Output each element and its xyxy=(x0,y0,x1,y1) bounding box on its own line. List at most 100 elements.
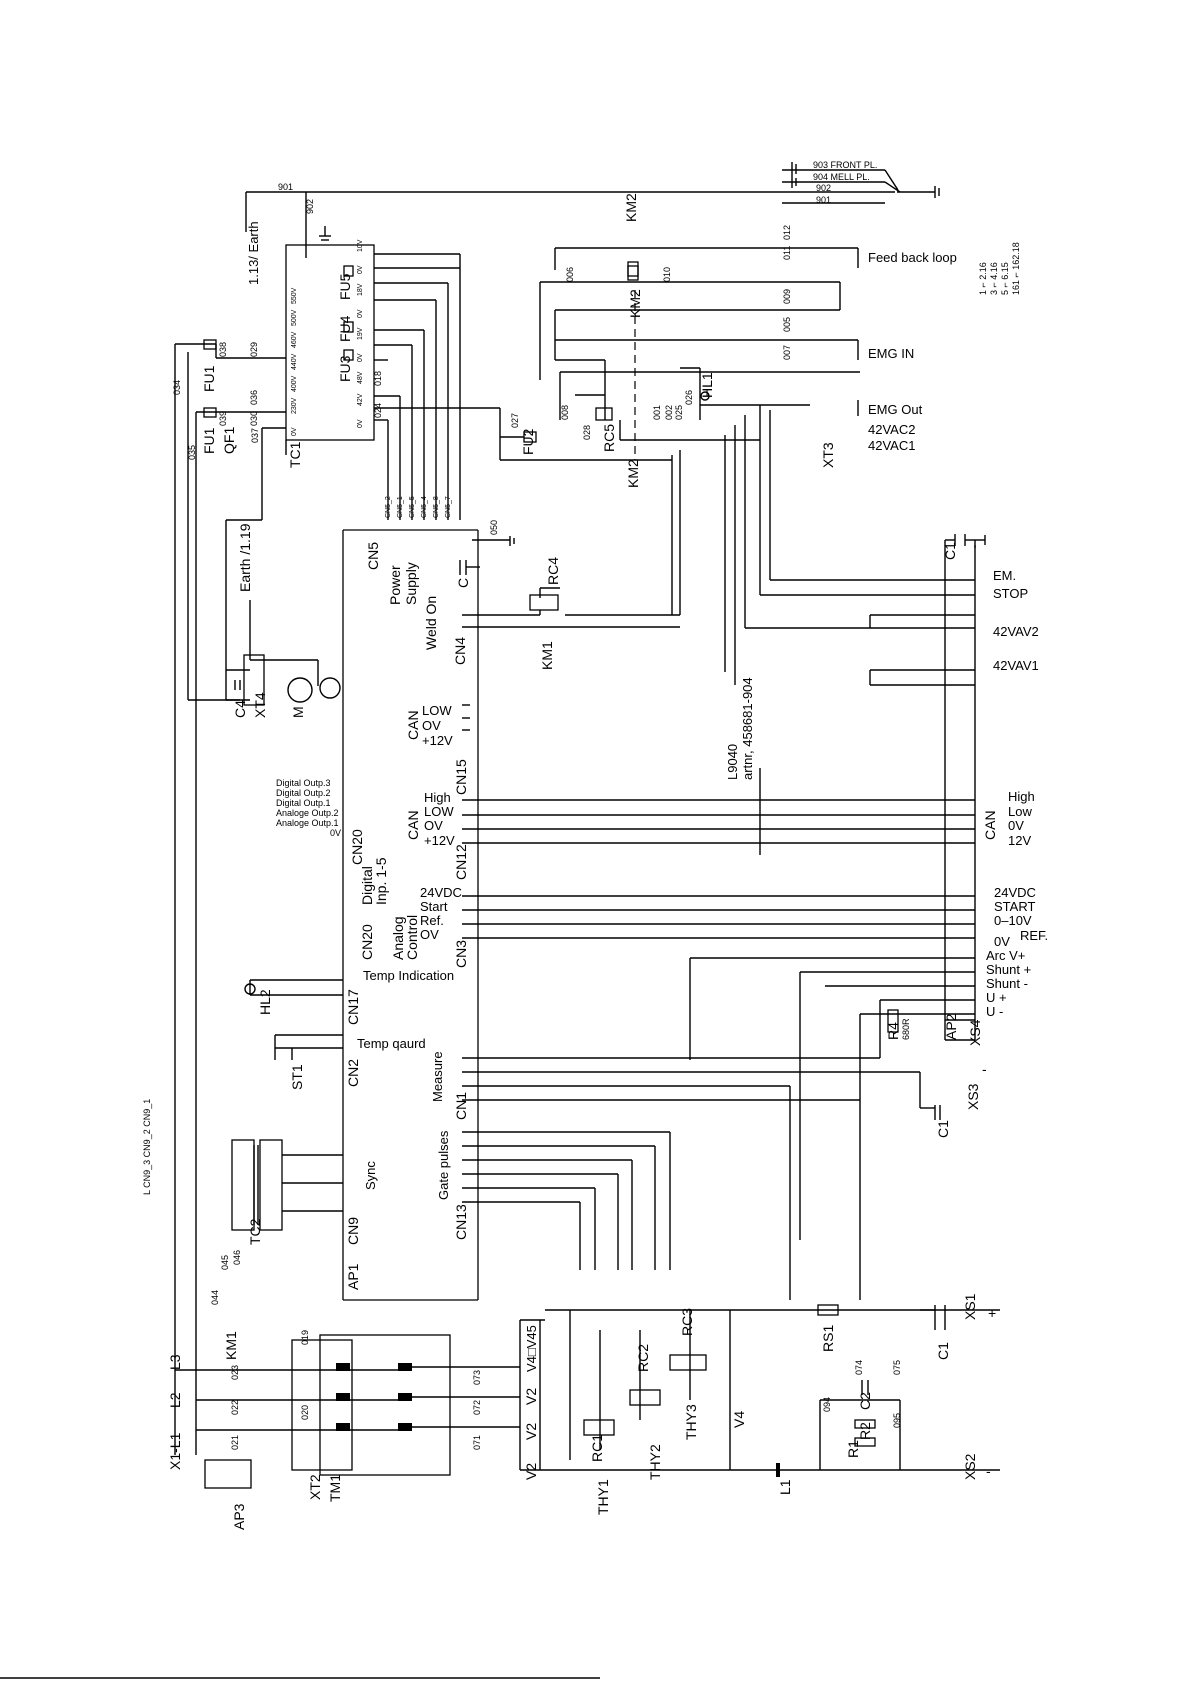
xs3-label: XS3 xyxy=(965,1083,981,1110)
can-cn12-bus xyxy=(462,768,975,855)
right-ref: REF. xyxy=(1020,928,1048,943)
xs1-label: XS1 xyxy=(962,1293,978,1320)
wire-022: 022 xyxy=(230,1400,240,1415)
cn5-pin-0: CN5_2 xyxy=(385,496,392,518)
rc1-label: RC1 xyxy=(589,1434,605,1462)
vac1-label: 42VAC1 xyxy=(868,438,915,453)
earth-2-label: Earth /1.19 xyxy=(237,523,253,592)
xs3-minus: - xyxy=(982,1061,987,1077)
l3-label: L3 xyxy=(167,1354,183,1370)
power-section xyxy=(174,1240,1000,1477)
wire-011: 011 xyxy=(782,246,792,260)
rc3-label: RC3 xyxy=(679,1308,695,1336)
wire-095: 095 xyxy=(892,1413,902,1428)
xt3-label: XT3 xyxy=(820,442,836,468)
xt2-label: XT2 xyxy=(307,1474,323,1500)
wire-074: 074 xyxy=(854,1360,864,1375)
cn20a-label: CN20 xyxy=(349,829,365,865)
temp-guard xyxy=(274,1034,343,1060)
right-24vdc: 24VDC xyxy=(994,885,1036,900)
v4-label: V4 xyxy=(731,1411,747,1428)
wire-010: 010 xyxy=(662,267,672,282)
cn20b-label: CN20 xyxy=(359,924,375,960)
secondary-fuses xyxy=(343,253,500,520)
cap-c-label: C xyxy=(455,578,471,588)
hl1-lamp-icon xyxy=(700,391,710,401)
wire-027: 027 xyxy=(510,413,520,428)
right-u-plus: U + xyxy=(986,990,1007,1005)
weld-on-label: Weld On xyxy=(423,596,439,650)
mell-plate-label: 904 MELL PL. xyxy=(813,172,870,182)
c1-mid-label: C1 xyxy=(935,1120,951,1138)
right-low: Low xyxy=(1008,804,1032,819)
cap-c-cn5 xyxy=(459,536,515,575)
ap1-board xyxy=(342,529,479,1301)
tc1-tap-0: 0V xyxy=(291,427,298,436)
em-label: EM. xyxy=(993,568,1016,583)
gate-pulses-cn13 xyxy=(462,1131,671,1270)
sync-tc2 xyxy=(231,1139,343,1231)
wire-902-label: 902 xyxy=(816,183,831,193)
digital-inp-label: Digital xyxy=(359,866,375,905)
artnr-label: artnr, 458681-904 xyxy=(740,677,755,780)
l2-label: L2 xyxy=(167,1392,183,1408)
wire-901-left-label: 901 xyxy=(278,182,293,192)
tc1-label: TC1 xyxy=(287,441,303,468)
cn13-label: CN13 xyxy=(453,1204,469,1240)
right-0v-b: 0V xyxy=(994,934,1010,949)
measure-cn1 xyxy=(462,1000,941,1260)
mapping-4: 161 ⌐ 162.18 xyxy=(1011,242,1021,295)
vav2-label: 42VAV2 xyxy=(993,624,1039,639)
wire-046: 046 xyxy=(232,1250,242,1265)
right-shunt-minus: Shunt - xyxy=(986,976,1028,991)
right-shunt-plus: Shunt + xyxy=(986,962,1031,977)
rc2-label: RC2 xyxy=(635,1344,651,1372)
wire-024: 024 xyxy=(373,403,383,418)
wire-039: 039 xyxy=(218,411,228,426)
right-high: High xyxy=(1008,789,1035,804)
wire-018: 018 xyxy=(373,371,383,386)
tc1-secondary-2: 48V xyxy=(357,371,364,384)
wire-034: 034 xyxy=(172,380,182,395)
km2-coil-label: KM2 xyxy=(627,289,643,318)
digital-inp-label-2: Inp. 1-5 xyxy=(373,857,389,905)
tc1-tap-3: 440V xyxy=(291,353,298,370)
analog-out-1: Analoge Outp.1 xyxy=(276,818,339,828)
c1-bottom-label: C1 xyxy=(935,1342,951,1360)
r4-resistor xyxy=(887,1009,899,1033)
cn3-label: CN3 xyxy=(453,940,469,968)
wire-009: 009 xyxy=(782,289,792,304)
wire-045: 045 xyxy=(220,1255,230,1270)
right-arcv: Arc V+ xyxy=(986,948,1025,963)
cn5-pin-2: CN5_5 xyxy=(409,496,416,518)
fu1-upper xyxy=(175,339,286,359)
wire-029: 029 xyxy=(249,342,259,357)
wire-005: 005 xyxy=(782,317,792,332)
digital-out-1: Digital Outp.1 xyxy=(276,798,331,808)
right-0-10v: 0–10V xyxy=(994,913,1032,928)
c2-label: C2 xyxy=(857,1392,873,1410)
wire-072: 072 xyxy=(472,1400,482,1415)
wire-038: 038 xyxy=(218,342,228,357)
tc1-transformer xyxy=(285,244,375,455)
v2-label-c: V2 xyxy=(523,1388,539,1405)
temp-indication xyxy=(244,979,343,996)
thy2-label: THY2 xyxy=(647,1444,663,1480)
tc1-tap-5: 500V xyxy=(291,309,298,326)
fu1-lower-label: FU1 xyxy=(201,427,217,454)
temp-guard-label: Temp qaurd xyxy=(357,1036,426,1051)
tc1-secondary-0: 0V xyxy=(357,419,364,428)
wire-006: 006 xyxy=(565,267,575,282)
tc1-secondary-7: 0V xyxy=(357,265,364,274)
gate-pulses-label: Gate pulses xyxy=(436,1130,451,1200)
wire-037: 037 xyxy=(250,428,260,443)
xs2-minus: - xyxy=(986,1463,991,1479)
mapping-1: 1 ⌐ 2.16 xyxy=(978,262,988,295)
wire-073: 073 xyxy=(472,1370,482,1385)
emg-in-label: EMG IN xyxy=(868,346,914,361)
cn15-label: CN15 xyxy=(453,759,469,795)
km2-contactor xyxy=(499,247,860,615)
